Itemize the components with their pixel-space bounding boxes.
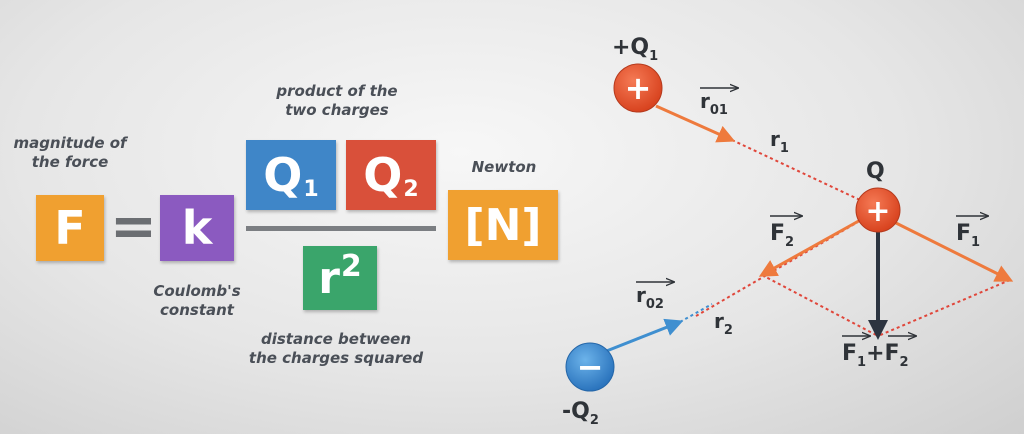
q1-label-main: +Q — [612, 35, 649, 60]
resultant-label: F1+F2 — [842, 341, 909, 370]
product-note: product of the two charges — [262, 82, 412, 120]
r1-label-main: r — [770, 127, 780, 151]
q1-label: +Q1 — [612, 35, 658, 64]
r02-label-main: r — [636, 283, 646, 307]
newton-note: Newton — [452, 158, 556, 177]
f2-label-main: F — [770, 221, 785, 246]
r2-label-main: r — [714, 309, 724, 333]
r01-label: r01 — [700, 89, 728, 118]
sum-plus: + — [866, 341, 884, 366]
q-label: Q — [866, 159, 885, 184]
sum-f2-main: F — [885, 341, 900, 366]
force-symbol: F — [54, 201, 86, 255]
coulomb-note: Coulomb's constant — [142, 282, 252, 320]
r02-dashed-extension — [679, 303, 713, 323]
magnitude-note: magnitude of the force — [6, 134, 134, 172]
charge-q: + — [855, 187, 901, 233]
r01-label-sub: 01 — [710, 103, 728, 118]
product-note-line2: two charges — [285, 101, 389, 119]
charge-q2: − — [565, 342, 615, 392]
charge-q-ball — [855, 187, 901, 233]
magnitude-note-line2: the force — [31, 153, 109, 171]
r2-label: r2 — [714, 309, 733, 338]
f1-label-main: F — [956, 221, 971, 246]
r1-dashed-line — [731, 139, 861, 201]
charge-q1-sign: + — [625, 69, 652, 107]
r2-label-sub: 2 — [724, 323, 733, 338]
parallelogram-right-dashed — [877, 279, 1011, 337]
parallelogram-left-dashed — [761, 274, 879, 337]
constant-tile: k — [160, 195, 234, 261]
r02-arrow — [603, 318, 684, 354]
distance-note-line1: distance between — [260, 330, 412, 348]
charge-q1-ball — [613, 63, 663, 113]
unit-symbol: [N] — [464, 199, 542, 251]
magnitude-note-line1: magnitude of — [13, 134, 127, 152]
f1-label-sub: 1 — [971, 235, 980, 250]
charge1-subscript: 1 — [303, 176, 319, 202]
r01-label-main: r — [700, 89, 710, 113]
newton-note-label: Newton — [471, 158, 537, 176]
r02-label: r02 — [636, 283, 664, 312]
sum-f1-main: F — [842, 341, 857, 366]
r01-arrow — [655, 104, 736, 143]
coulomb-note-line2: constant — [160, 301, 234, 319]
charge-q2-ball — [565, 342, 615, 392]
charge-q1: + — [613, 63, 663, 113]
coulomb-note-line1: Coulomb's — [153, 282, 241, 300]
f1-arrow — [889, 218, 1014, 282]
force-tile: F — [36, 195, 104, 261]
sum-f2-sub: 2 — [900, 355, 909, 370]
f2-label-sub: 2 — [785, 235, 794, 250]
sum-f1-sub: 1 — [857, 355, 866, 370]
f2-label: F2 — [770, 221, 794, 250]
distance-note: distance between the charges squared — [236, 330, 436, 368]
f1-label: F1 — [956, 221, 980, 250]
charge2-symbol: Q — [363, 148, 403, 202]
fraction-bar — [246, 226, 436, 231]
r02-label-sub: 02 — [646, 297, 664, 312]
distance-note-line2: the charges squared — [248, 349, 424, 367]
equals-symbol: = — [110, 194, 157, 259]
unit-tile: [N] — [448, 190, 558, 260]
q1-label-sub: 1 — [649, 49, 658, 64]
q2-label-main: -Q — [562, 399, 590, 424]
f2-arrow — [758, 216, 865, 277]
charge1-symbol: Q — [263, 148, 303, 202]
q2-label-sub: 2 — [590, 413, 599, 428]
product-note-line1: product of the — [276, 82, 398, 100]
equals-sign: = — [110, 194, 157, 260]
distance-superscript: 2 — [340, 248, 362, 284]
r1-label: r1 — [770, 127, 789, 156]
constant-symbol: k — [181, 201, 213, 255]
r1-label-sub: 1 — [780, 141, 789, 156]
q2-label: -Q2 — [562, 399, 599, 428]
charge2-subscript: 2 — [403, 176, 419, 202]
charge-q2-sign: − — [577, 348, 604, 386]
charge-q-sign: + — [865, 194, 890, 229]
distance-symbol: r — [318, 252, 340, 304]
